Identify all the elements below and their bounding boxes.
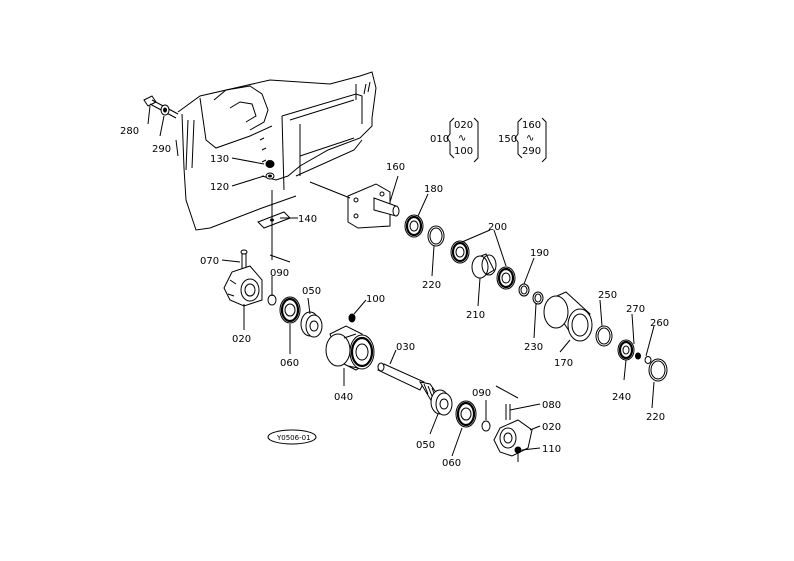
label-140: 140	[298, 214, 317, 225]
bearing-050-right	[430, 389, 453, 416]
ring-190	[518, 283, 530, 297]
bearing-050-left	[300, 311, 323, 338]
label-050-right: 050	[416, 440, 435, 451]
assembly-legend-150: 150 160 ∿ 290	[498, 117, 547, 163]
washer-290	[160, 104, 170, 116]
label-030: 030	[396, 342, 415, 353]
label-090-left: 090	[270, 268, 289, 279]
label-130: 130	[210, 154, 229, 165]
plug-260	[644, 356, 652, 364]
label-080: 080	[542, 400, 561, 411]
sleeve-210	[471, 253, 497, 279]
label-270: 270	[626, 304, 645, 315]
roller-040	[325, 325, 375, 371]
label-160: 160	[386, 162, 405, 173]
legend-top-020: 020	[454, 120, 473, 131]
ring-090-right	[481, 420, 491, 432]
legend-bottom-100: 100	[454, 146, 473, 157]
label-250: 250	[598, 290, 617, 301]
ring-220-lower	[648, 358, 668, 382]
ring-230	[532, 291, 544, 305]
bearing-200-right	[496, 266, 516, 290]
collar-020-right	[493, 419, 533, 457]
ring-250	[595, 325, 613, 347]
label-060-left: 060	[280, 358, 299, 369]
label-060-right: 060	[442, 458, 461, 469]
label-200: 200	[488, 222, 507, 233]
label-180: 180	[424, 184, 443, 195]
label-210: 210	[466, 310, 485, 321]
ring-090-left	[267, 294, 277, 306]
label-100: 100	[366, 294, 385, 305]
plug-100	[348, 313, 356, 323]
label-220-lower: 220	[646, 412, 665, 423]
label-170: 170	[554, 358, 573, 369]
idler-wheel-170	[543, 291, 593, 342]
label-220-upper: 220	[422, 280, 441, 291]
label-090-right: 090	[472, 388, 491, 399]
label-040: 040	[334, 392, 353, 403]
frame-hatching	[259, 137, 267, 163]
legend-tilde-150: ∿	[526, 133, 534, 144]
nut-130	[265, 160, 275, 168]
plate-140	[257, 190, 291, 263]
collar-020-left	[223, 265, 263, 307]
bolt-110	[514, 446, 522, 462]
legend-top-160: 160	[522, 120, 541, 131]
label-240: 240	[612, 392, 631, 403]
seal-060-right	[455, 400, 477, 428]
label-190: 190	[530, 248, 549, 259]
label-020-right: 020	[542, 422, 561, 433]
label-280: 280	[120, 126, 139, 137]
bearing-240	[617, 339, 635, 361]
legend-key-150: 150	[498, 134, 517, 145]
label-260: 260	[650, 318, 669, 329]
legend-key-010: 010	[430, 134, 449, 145]
label-230: 230	[524, 342, 543, 353]
label-020-left: 020	[232, 334, 251, 345]
washer-120	[265, 172, 275, 180]
label-110: 110	[542, 444, 561, 455]
shaft-030	[377, 362, 441, 403]
leader-lines	[147, 105, 655, 457]
label-290: 290	[152, 144, 171, 155]
seal-060-left	[279, 296, 301, 324]
legend-tilde-010: ∿	[458, 133, 466, 144]
track-frame	[175, 71, 377, 231]
idler-shaft-160	[309, 181, 400, 229]
bearing-200-left	[450, 240, 470, 264]
plug-270	[635, 352, 641, 360]
label-070: 070	[200, 256, 219, 267]
drawing-stamp: Y0506-01	[267, 429, 317, 445]
bearing-180	[404, 214, 424, 238]
part-labels: 280 290 130 120 140 160 180 200 190 220 …	[120, 126, 669, 469]
pin-080	[505, 404, 511, 420]
label-050-left: 050	[302, 286, 321, 297]
stamp-text: Y0506-01	[276, 434, 311, 442]
label-120: 120	[210, 182, 229, 193]
legend-bottom-290: 290	[522, 146, 541, 157]
ring-220-upper	[427, 225, 445, 247]
assembly-legend-010: 010 020 ∿ 100	[430, 117, 479, 163]
